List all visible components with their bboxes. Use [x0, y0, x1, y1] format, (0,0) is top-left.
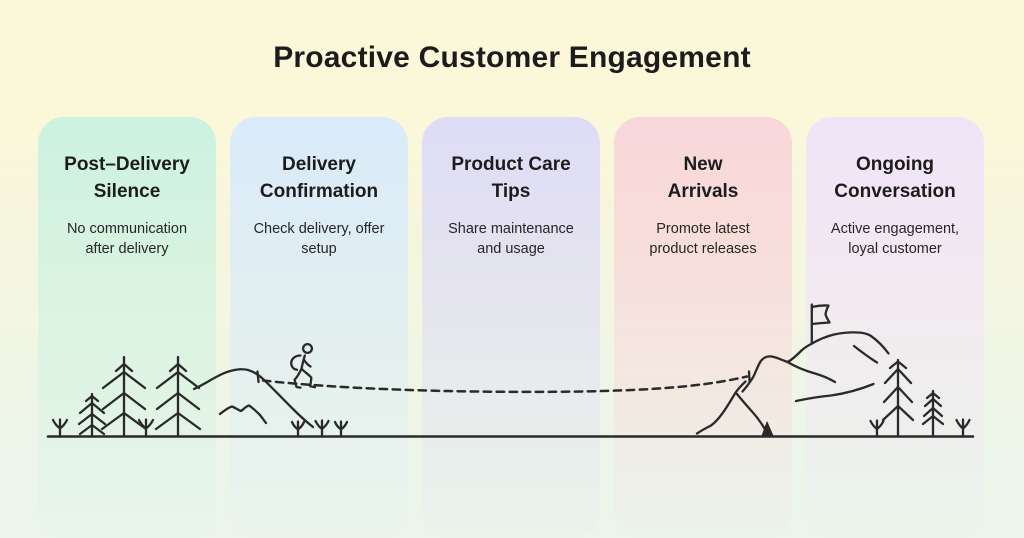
card-ongoing-conversation: Ongoing Conversation Active engagement, …: [806, 117, 984, 538]
card-description: Promote latest product releases: [649, 220, 757, 257]
card-title: Delivery Confirmation: [259, 154, 379, 202]
card-new-arrivals: New Arrivals Promote latest product rele…: [614, 117, 792, 538]
card-description: No communication after delivery: [66, 220, 188, 257]
page-title: Proactive Customer Engagement: [273, 41, 751, 74]
card-delivery-confirmation: Delivery Confirmation Check delivery, of…: [230, 117, 408, 538]
card-title: Ongoing Conversation: [834, 154, 956, 202]
stage-cards: Post–Delivery Silence No communication a…: [38, 117, 984, 538]
card-title: Product Care Tips: [451, 154, 571, 202]
card-post-delivery-silence: Post–Delivery Silence No communication a…: [38, 117, 216, 538]
card-description: Active engagement, loyal customer: [830, 220, 960, 257]
card-title: New Arrivals: [667, 154, 739, 202]
card-description: Check delivery, offer setup: [253, 220, 385, 257]
card-product-care-tips: Product Care Tips Share maintenance and …: [422, 117, 600, 538]
card-title: Post–Delivery Silence: [64, 154, 190, 202]
card-description: Share maintenance and usage: [448, 220, 574, 257]
